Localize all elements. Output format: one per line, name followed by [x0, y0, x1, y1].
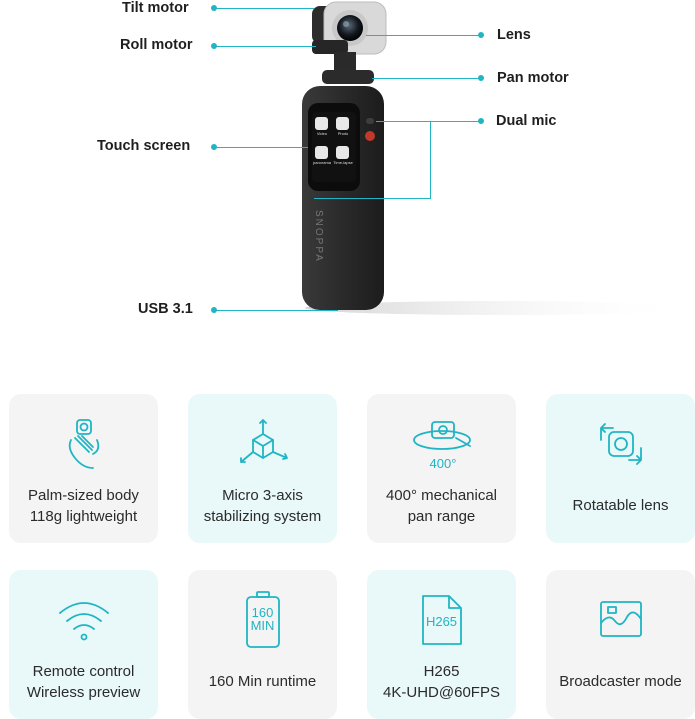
dual-mic-dot — [478, 118, 484, 124]
tilt-motor-label: Tilt motor — [122, 0, 189, 16]
lens-glass — [337, 15, 363, 41]
screen-tile-label: Time-lapse — [333, 160, 353, 165]
broadcast-chart-icon — [585, 584, 657, 656]
feature-line2: Wireless preview — [26, 683, 141, 701]
battery-value: 160 — [251, 605, 274, 620]
file-h265-icon: H265 — [406, 584, 478, 656]
feature-line1: 160 Min runtime — [208, 673, 317, 690]
record-button — [365, 131, 375, 141]
feature-line1: H265 — [423, 662, 460, 680]
screen-tile-label: panorama — [313, 160, 332, 165]
product-diagram: SNOPPA Video Photo panorama Time-lapse T… — [0, 0, 695, 340]
feature-line1: Palm-sized body — [28, 486, 139, 504]
screen-tile-label: Video — [316, 131, 328, 136]
feature-card-3axis: Micro 3-axis stabilizing system — [188, 394, 337, 543]
roll-motor-leader — [214, 46, 316, 47]
feature-card-palm: Palm-sized body 118g lightweight — [9, 394, 158, 543]
mic-holes — [366, 118, 374, 124]
feature-line2: 4K-UHD@60FPS — [383, 683, 500, 701]
usb-leader — [214, 310, 338, 311]
battery-unit: MIN — [250, 618, 275, 633]
gimbal-camera-illustration: SNOPPA — [302, 1, 695, 315]
screen-tile-label: Photo — [337, 131, 349, 136]
pan-degree-text: 400° — [429, 456, 457, 471]
feature-card-h265: H265 H265 4K-UHD@60FPS — [367, 570, 516, 719]
feature-line2: 118g lightweight — [29, 507, 138, 525]
feature-card-remote: Remote control Wireless preview — [9, 570, 158, 719]
roll-motor-label: Roll motor — [120, 37, 193, 53]
feature-line1: 400° mechanical — [385, 486, 498, 504]
h265-icon-text: H265 — [425, 614, 458, 629]
usb-label: USB 3.1 — [138, 301, 193, 317]
roll-arm — [312, 40, 348, 54]
tilt-motor-dot — [211, 5, 217, 11]
rotate-lens-icon — [585, 408, 657, 480]
feature-line2: pan range — [407, 507, 476, 525]
dual-mic-bracket — [430, 121, 431, 198]
floor-shadow — [305, 301, 695, 315]
feature-card-pan-range: 400° 400° mechanical pan range — [367, 394, 516, 543]
feature-line1: Micro 3-axis — [222, 486, 303, 504]
palm-hand-icon — [48, 408, 120, 480]
feature-line2: stabilizing system — [203, 507, 322, 525]
pan-motor-dot — [478, 75, 484, 81]
touch-screen-leader — [214, 147, 308, 148]
pan-motor-label: Pan motor — [497, 70, 569, 86]
tilt-motor-leader — [214, 8, 314, 9]
feature-card-runtime: 160 MIN 160 Min runtime — [188, 570, 337, 719]
lens-label: Lens — [497, 27, 531, 43]
touch-screen-label: Touch screen — [97, 138, 191, 154]
dual-mic-label: Dual mic — [496, 113, 557, 129]
feature-line1: Broadcaster mode — [559, 673, 682, 690]
feature-card-rotatable-lens: Rotatable lens — [546, 394, 695, 543]
dual-mic-bracket-bottom — [314, 198, 431, 199]
pan-rotation-icon: 400° — [406, 408, 478, 480]
cube-axes-icon — [227, 408, 299, 480]
wifi-icon — [48, 584, 120, 656]
feature-card-broadcaster: Broadcaster mode — [546, 570, 695, 719]
pan-motor-leader — [372, 78, 481, 79]
roll-motor-dot — [211, 43, 217, 49]
pan-motor — [322, 70, 374, 84]
neck — [334, 52, 356, 74]
lens-leader — [366, 35, 481, 36]
battery-icon: 160 MIN — [227, 584, 299, 656]
feature-line1: Rotatable lens — [572, 497, 669, 514]
feature-line1: Remote control — [32, 662, 135, 680]
brand-text: SNOPPA — [313, 210, 324, 263]
dual-mic-leader — [376, 121, 482, 122]
lens-dot — [478, 32, 484, 38]
